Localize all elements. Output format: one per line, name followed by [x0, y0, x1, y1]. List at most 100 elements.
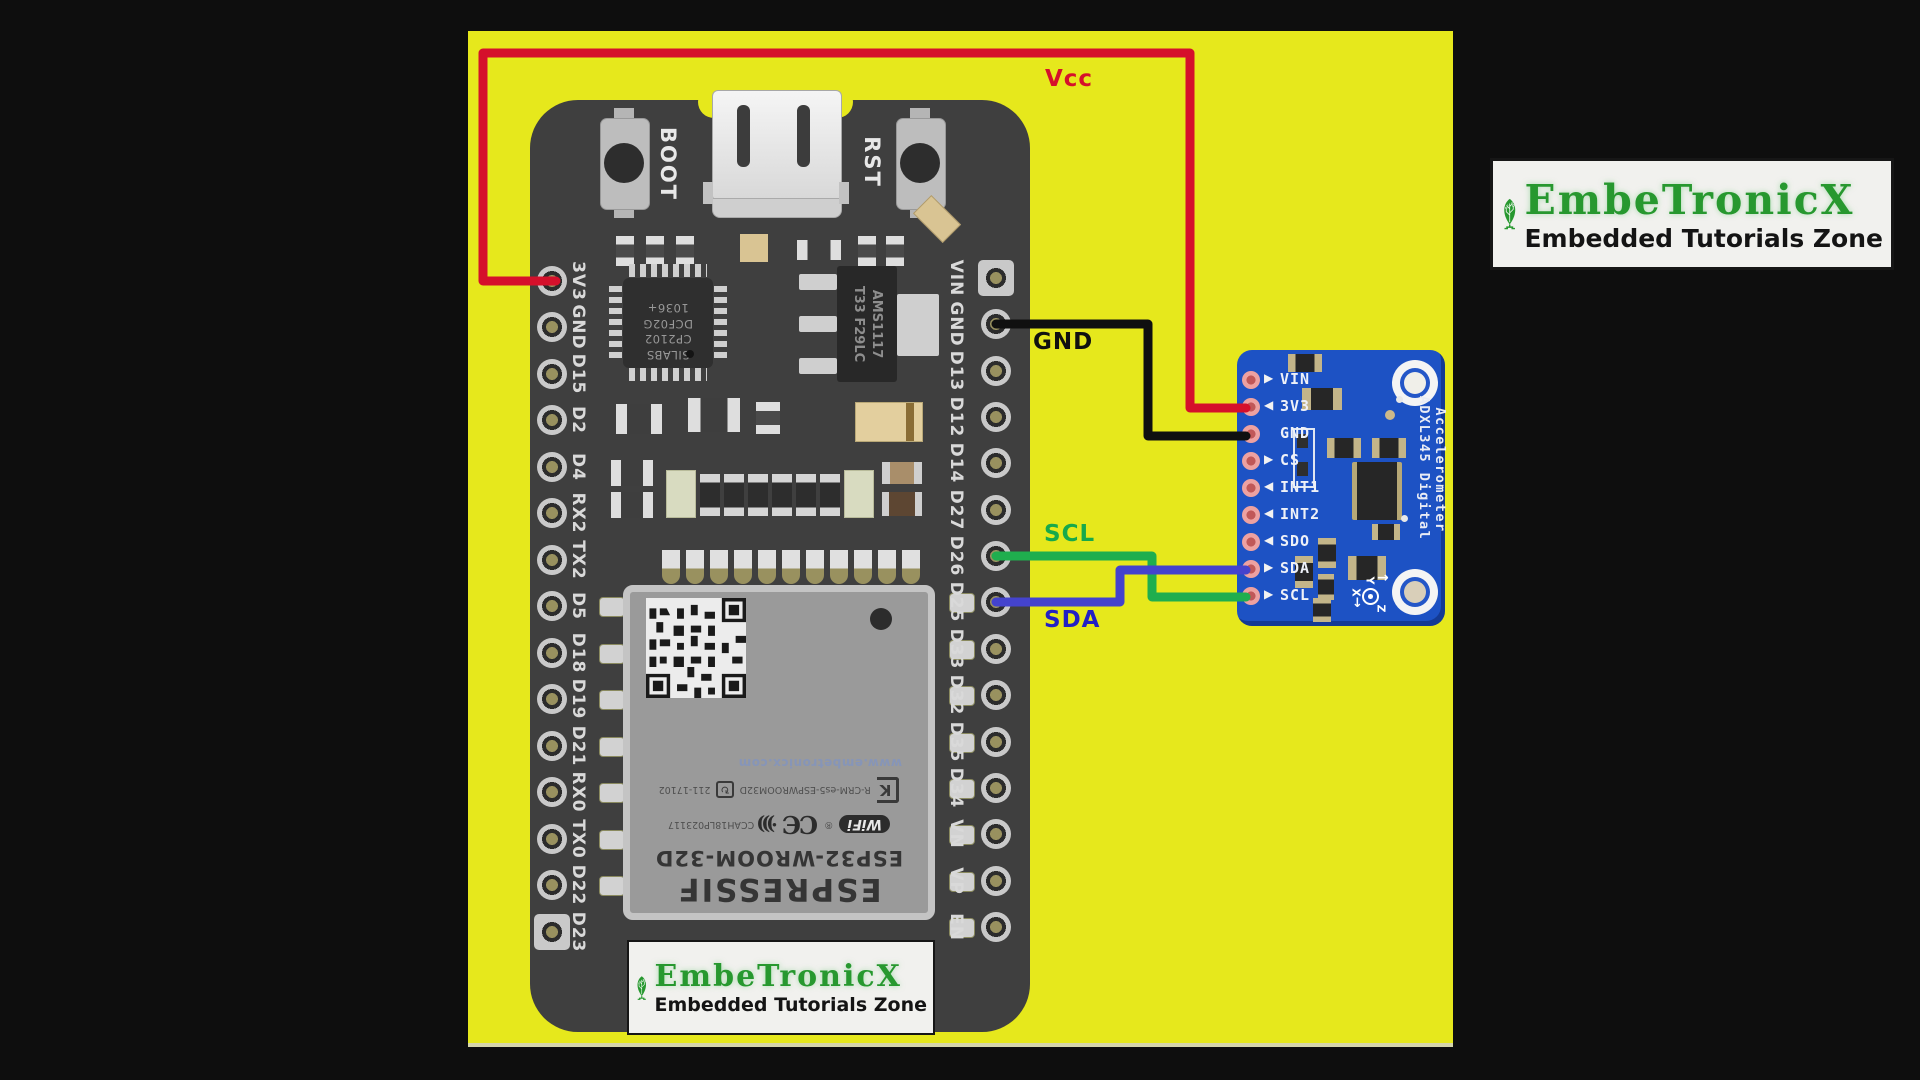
pin-label: D5	[568, 592, 588, 620]
pin-hole	[537, 359, 567, 389]
smd-component	[820, 474, 840, 516]
board-via	[1385, 410, 1395, 420]
module-side-pad	[949, 825, 975, 845]
boot-button-cap	[604, 143, 644, 183]
module-pad	[686, 550, 704, 584]
pin-hole	[981, 263, 1011, 293]
brand-name: EmbeTronicX	[654, 959, 902, 994]
pin-hole	[1242, 587, 1260, 605]
pin-direction-icon: ◀	[1264, 506, 1274, 520]
module-pad	[710, 550, 728, 584]
pin-hole	[981, 309, 1011, 339]
smd-component	[616, 404, 662, 434]
adxl-title-line1: ADXL345 Digital	[1416, 395, 1432, 541]
brand-tagline: Embedded Tutorials Zone	[1524, 223, 1883, 253]
pin-label: TX0	[568, 819, 588, 859]
pin-label: D12	[946, 396, 966, 438]
mounting-hole	[1392, 569, 1438, 615]
pin-hole	[537, 777, 567, 807]
usb-slot	[737, 105, 750, 167]
module-bottom-row	[634, 596, 924, 756]
leaf-icon	[1504, 198, 1516, 230]
smd-component	[666, 470, 696, 518]
smd-component	[797, 240, 841, 260]
axis-y-label: Y	[1363, 576, 1377, 585]
pin-hole	[981, 912, 1011, 942]
pin-label: D15	[568, 353, 588, 395]
pin-hole	[537, 591, 567, 621]
cp2102-pins	[629, 368, 707, 381]
pin-hole	[981, 356, 1011, 386]
pin-hole	[1242, 425, 1260, 443]
brand-tagline: Embedded Tutorials Zone	[654, 994, 928, 1016]
pin-hole	[1242, 452, 1260, 470]
module-pad	[878, 550, 896, 584]
pin-label: D4	[568, 453, 588, 481]
smd-component	[858, 236, 876, 266]
usb-bridge-chip-marking: SILABS CP2102 DCF02G 1036+	[642, 301, 694, 362]
usb-side-tab	[839, 182, 849, 204]
pin-label: D26	[946, 535, 966, 577]
pin-hole	[537, 870, 567, 900]
pin-hole	[981, 495, 1011, 525]
pin-hole	[537, 638, 567, 668]
kc-mark: K	[876, 777, 900, 803]
watermark-logo: EmbeTronicX Embedded Tutorials Zone	[1490, 158, 1894, 270]
rst-button-label: RST	[860, 136, 884, 188]
smd-component	[1313, 598, 1331, 622]
pin-hole	[537, 545, 567, 575]
module-cert-logos: WiFi ® CЄ ·))) CCAH18LP023117	[668, 810, 891, 839]
module-model: ESP32-WROOM-32D	[654, 846, 904, 870]
pin-hole	[1242, 479, 1260, 497]
signal-arcs-icon: ·)))	[760, 813, 778, 836]
axis-z-icon	[1362, 588, 1379, 605]
usb-connector-base	[712, 198, 842, 218]
esp32-module-silkscreen: ESPRESSIF ESP32-WROOM-32D WiFi ® CЄ ·)))…	[634, 596, 924, 909]
pin-label: GND	[1280, 424, 1311, 442]
smd-component	[1288, 354, 1322, 372]
scl-wire-label: SCL	[1044, 521, 1096, 547]
boot-button-label: BOOT	[656, 126, 680, 202]
pin-label: SCL	[1280, 586, 1311, 604]
pin-hole	[981, 680, 1011, 710]
smd-component	[1318, 538, 1336, 568]
rst-button-cap	[900, 143, 940, 183]
smd-component	[1348, 556, 1386, 580]
pin-hole	[1242, 506, 1260, 524]
pin-direction-icon: ▶	[1264, 587, 1274, 601]
smd-component	[1318, 574, 1334, 600]
regulator-chip: AMS1117 T33 F29LC	[837, 266, 897, 382]
pin-label: VIN	[946, 259, 966, 297]
pin-label: D14	[946, 442, 966, 484]
pin-label: D22	[568, 864, 588, 906]
rst-button	[896, 118, 946, 210]
pin-label: D19	[568, 678, 588, 720]
smd-component	[748, 474, 768, 516]
board-brand-logo: EmbeTronicX Embedded Tutorials Zone	[627, 940, 935, 1035]
module-pad	[734, 550, 752, 584]
module-pad	[830, 550, 848, 584]
smd-component	[855, 402, 923, 442]
smd-component	[688, 398, 740, 432]
module-side-pad	[949, 593, 975, 613]
module-side-pad	[949, 640, 975, 660]
pin-label: VP	[946, 867, 966, 895]
smd-component	[1293, 428, 1315, 488]
pin-hole	[537, 266, 567, 296]
gnd-wire-label: GND	[1033, 329, 1094, 355]
sda-wire-label: SDA	[1044, 607, 1101, 633]
pin-label: SDA	[1280, 559, 1311, 577]
smd-component	[882, 492, 922, 516]
smd-component	[700, 474, 720, 516]
pin-hole	[537, 824, 567, 854]
pin-label: D25	[946, 581, 966, 623]
module-side-pad	[599, 783, 625, 803]
pin-label: D27	[946, 489, 966, 531]
regulator-pad	[799, 316, 837, 332]
pin-hole	[537, 731, 567, 761]
module-pad	[758, 550, 776, 584]
qr-code	[646, 598, 746, 698]
smd-component	[676, 236, 694, 266]
pin-hole	[981, 448, 1011, 478]
smd-component	[724, 474, 744, 516]
